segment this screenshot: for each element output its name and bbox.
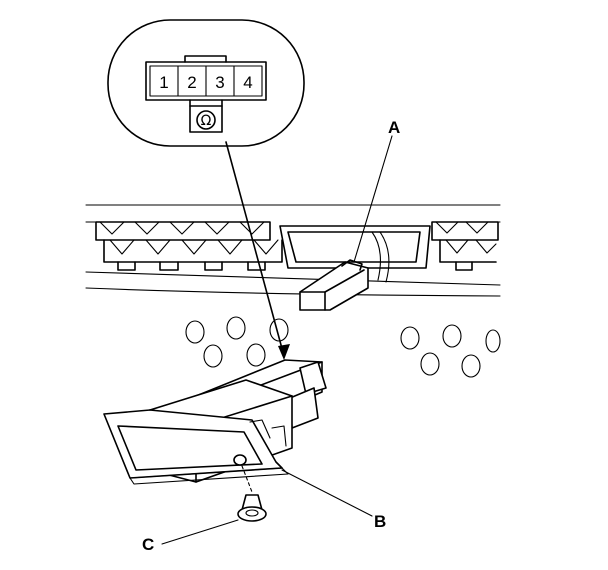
pin-2-label: 2	[187, 73, 196, 92]
connector-face-inset: 1 2 3 4 Ω	[107, 19, 305, 147]
screw-c	[237, 465, 267, 522]
left-vent-ribs	[95, 221, 283, 271]
connector-housing	[145, 61, 267, 101]
harness-connector-a	[299, 231, 390, 311]
leader-lines	[161, 135, 393, 545]
panel-holes	[185, 316, 501, 378]
ohm-symbol: Ω	[201, 113, 212, 129]
right-vent-ribs	[431, 221, 499, 271]
pin-3-label: 3	[215, 73, 224, 92]
callout-c: C	[142, 535, 154, 554]
dashboard-panel	[85, 204, 501, 378]
pin-1-label: 1	[159, 73, 168, 92]
ohmmeter-icon	[196, 110, 216, 130]
callout-b: B	[374, 512, 386, 531]
switch-assembly-b	[103, 359, 327, 485]
switch-opening	[279, 225, 431, 269]
callout-a: A	[388, 118, 400, 137]
pin-4-label: 4	[243, 73, 252, 92]
